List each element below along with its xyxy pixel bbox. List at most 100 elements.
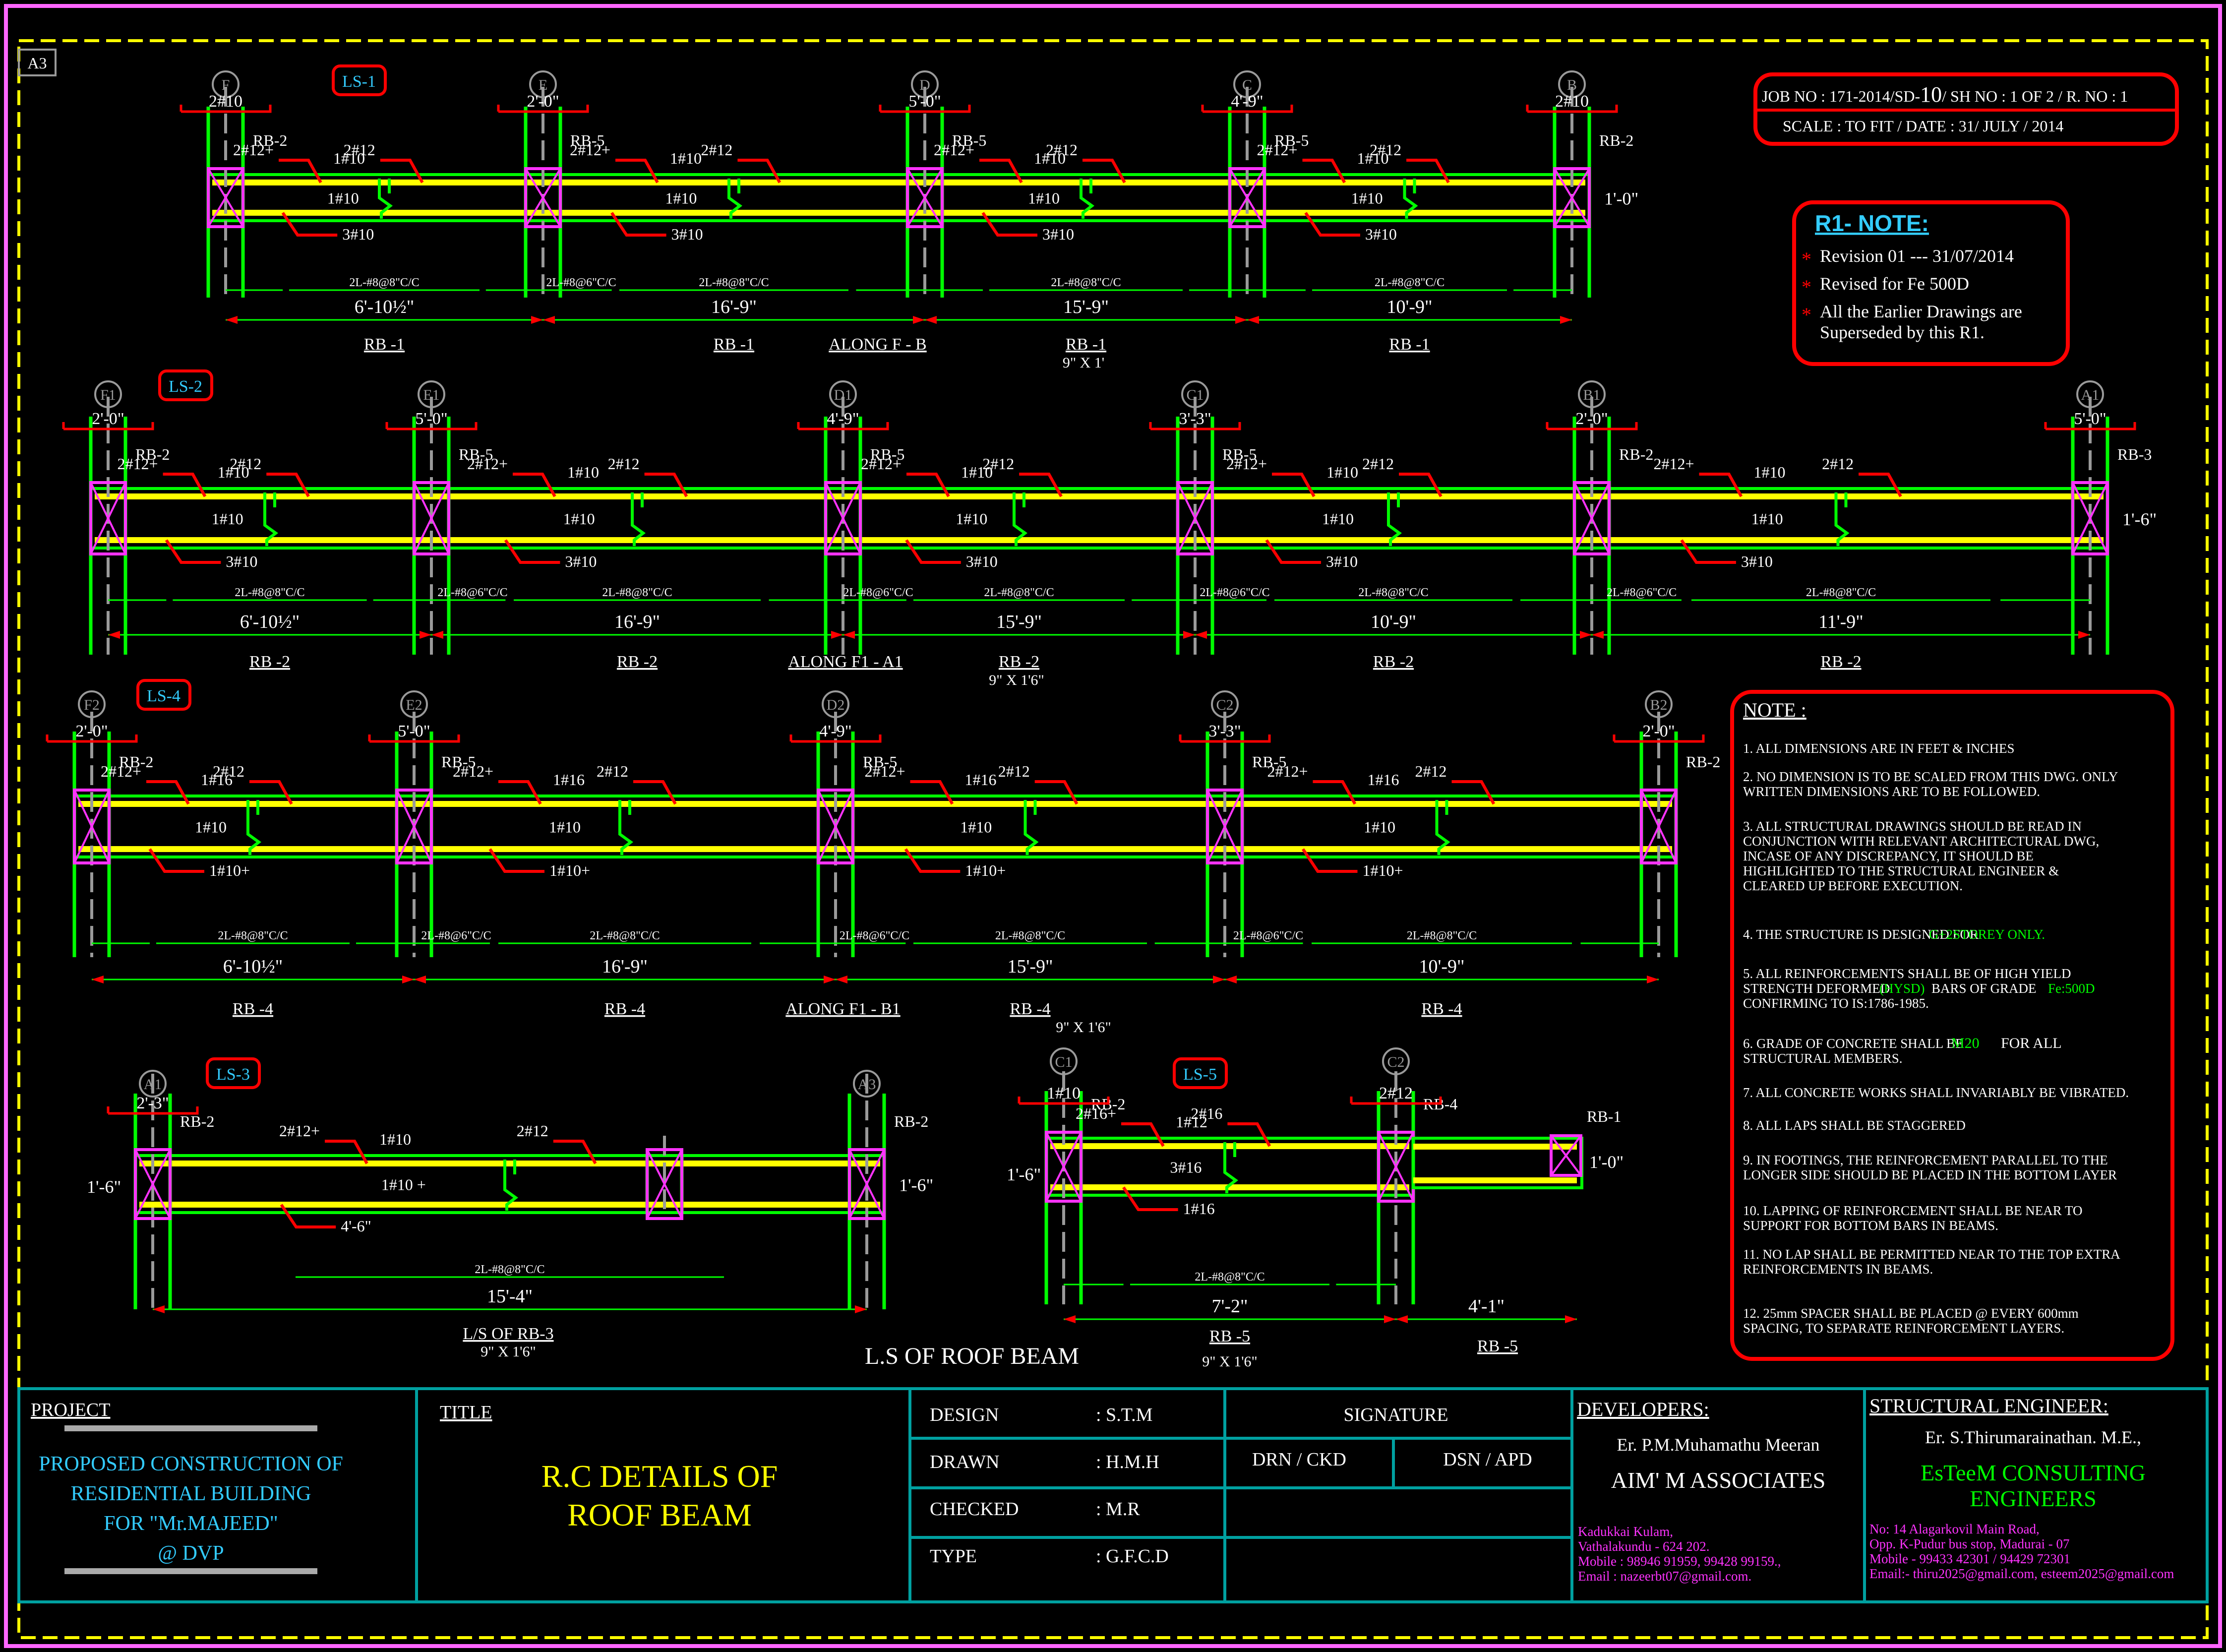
grid-bubble xyxy=(94,380,122,408)
bar-label: 3#10 xyxy=(342,225,374,243)
grid-label: E xyxy=(539,77,547,93)
arrow xyxy=(1560,316,1572,324)
grid-bubble xyxy=(212,70,240,98)
bar-label: 2#12+ xyxy=(279,1122,320,1140)
arrow xyxy=(543,316,555,324)
span-dim: 7'-2" xyxy=(1211,1296,1248,1317)
column-cross xyxy=(825,482,861,554)
column-ref: RB-5 xyxy=(1274,131,1309,149)
bar-label: 1#10+ xyxy=(1363,861,1403,879)
leader-line xyxy=(737,159,782,184)
span-name: RB -5 xyxy=(1477,1337,1518,1355)
note-line: 7. ALL CONCRETE WORKS SHALL INVARIABLY B… xyxy=(1743,1085,2129,1100)
section-ls1: LS-1FRB-2ERB-5DRB-5CRB-5BRB-22#12+1#102#… xyxy=(180,64,1638,371)
grid-label: A3 xyxy=(858,1076,876,1093)
note-highlight: (HYSD) xyxy=(1879,981,1925,996)
bar-label: 2#12+ xyxy=(934,141,974,159)
bar-label: 1#16 xyxy=(553,771,585,789)
grid-bubble xyxy=(1211,690,1239,718)
column-cross xyxy=(1045,1132,1082,1202)
leader-line xyxy=(905,539,961,564)
stirrup-label: 2L-#8@8"C/C xyxy=(1375,276,1444,289)
column-box xyxy=(413,481,450,555)
section-tag-box xyxy=(332,64,387,96)
bar-label: 1#10 xyxy=(1754,463,1786,481)
column-box xyxy=(2071,481,2109,555)
depth-dim: 1'-6" xyxy=(1007,1164,1041,1184)
column-cross xyxy=(817,790,854,863)
grid-label: F1 xyxy=(100,387,116,403)
note-line: 9. IN FOOTINGS, THE REINFORCEMENT PARALL… xyxy=(1743,1153,2108,1167)
stirrup-label: 2L-#8@8"C/C xyxy=(590,929,660,942)
bar-label: 1#10 + xyxy=(381,1176,426,1194)
bar-label: 2#12 xyxy=(597,762,628,780)
column-cross xyxy=(1554,168,1590,228)
stirrup-label: 2L-#8@8"C/C xyxy=(984,586,1054,599)
arrow xyxy=(855,1305,867,1313)
title-line: R.C DETAILS OF xyxy=(541,1459,778,1494)
extra-length xyxy=(789,734,882,743)
outer-border xyxy=(4,4,2222,1648)
extra-length-label: 2'-0" xyxy=(92,410,124,428)
column-ref: RB-5 xyxy=(870,445,904,463)
grid-bubble xyxy=(822,690,849,718)
title-line: ROOF BEAM xyxy=(567,1497,752,1532)
extra-length xyxy=(1201,105,1293,113)
span-name: RB -5 xyxy=(1209,1327,1250,1346)
arrow xyxy=(1647,976,1659,983)
arrow xyxy=(108,631,120,639)
section-tag: LS-1 xyxy=(342,72,376,91)
span-name: RB -1 xyxy=(1066,335,1106,354)
bar-label: 3#10 xyxy=(1741,552,1773,570)
column-box xyxy=(848,1148,886,1220)
firm-line: ENGINEERS xyxy=(1970,1486,2097,1511)
extra-length-label: 2'-0" xyxy=(1575,410,1608,428)
extra-length-label: 4'-9" xyxy=(827,410,859,428)
bar-label: 1#10 xyxy=(327,189,359,207)
grid-label: D xyxy=(919,77,930,93)
dsn-apd: DSN / APD xyxy=(1443,1449,1532,1470)
leader-line xyxy=(279,159,322,184)
grid-bubble xyxy=(418,380,445,408)
arrow xyxy=(1580,631,1592,639)
grid-bubble xyxy=(1233,70,1261,98)
lap-break xyxy=(1387,492,1402,546)
note-line: CONFIRMING TO IS:1786-1985. xyxy=(1743,996,1929,1011)
address-line: Email:- thiru2025@gmail.com, esteem2025@… xyxy=(1869,1566,2174,1581)
extra-length-label: 4'-9" xyxy=(1231,92,1263,111)
leader-line xyxy=(148,848,204,873)
column-cross xyxy=(207,168,244,228)
note-line: 2. NO DIMENSION IS TO BE SCALED FROM THI… xyxy=(1743,769,2118,784)
leader-line xyxy=(1272,473,1316,497)
grid-label: D1 xyxy=(834,387,852,403)
stirrup-label: 2L-#8@6"C/C xyxy=(840,929,909,942)
column-box xyxy=(824,481,862,555)
size-label: A3 xyxy=(27,54,47,72)
section-ls4: LS-4F2RB-2E2RB-5D2RB-5C2RB-5B2RB-22#12+1… xyxy=(46,679,1720,1036)
bar-label: 2#12+ xyxy=(233,141,274,159)
note-line: 12. 25mm SPACER SHALL BE PLACED @ EVERY … xyxy=(1743,1306,2079,1321)
arrow xyxy=(843,631,855,639)
extra-length xyxy=(180,105,272,113)
column-cross xyxy=(2072,482,2108,554)
span-dim: 4'-1" xyxy=(1468,1296,1504,1317)
diagram-title: L.S OF ROOF BEAM xyxy=(865,1343,1079,1369)
leader-line xyxy=(1451,780,1496,805)
span-name: RB -1 xyxy=(364,335,405,354)
beam-size: 9" X 1'6" xyxy=(989,672,1044,688)
grid-label: A1 xyxy=(144,1076,162,1093)
leader-line xyxy=(910,780,954,805)
note-line: 8. ALL LAPS SHALL BE STAGGERED xyxy=(1743,1118,1966,1133)
leader-line xyxy=(1034,780,1079,805)
extra-length xyxy=(879,105,971,113)
extra-length-label: 5'-0" xyxy=(2074,410,2106,428)
notes-box xyxy=(1730,690,2174,1361)
developer-address: Kadukkai Kulam,Vathalakundu - 624 202.Mo… xyxy=(1578,1524,1781,1584)
leader-line xyxy=(615,159,659,184)
bar-label: 1#10+ xyxy=(549,861,590,879)
revision-list: *Revision 01 --- 31/07/2014*Revised for … xyxy=(1802,246,2022,342)
leader-line xyxy=(1265,539,1321,564)
section-tag-box xyxy=(136,679,191,711)
address-line: No: 14 Alagarkovil Main Road, xyxy=(1869,1522,2040,1536)
span-name: RB -1 xyxy=(1389,335,1430,354)
